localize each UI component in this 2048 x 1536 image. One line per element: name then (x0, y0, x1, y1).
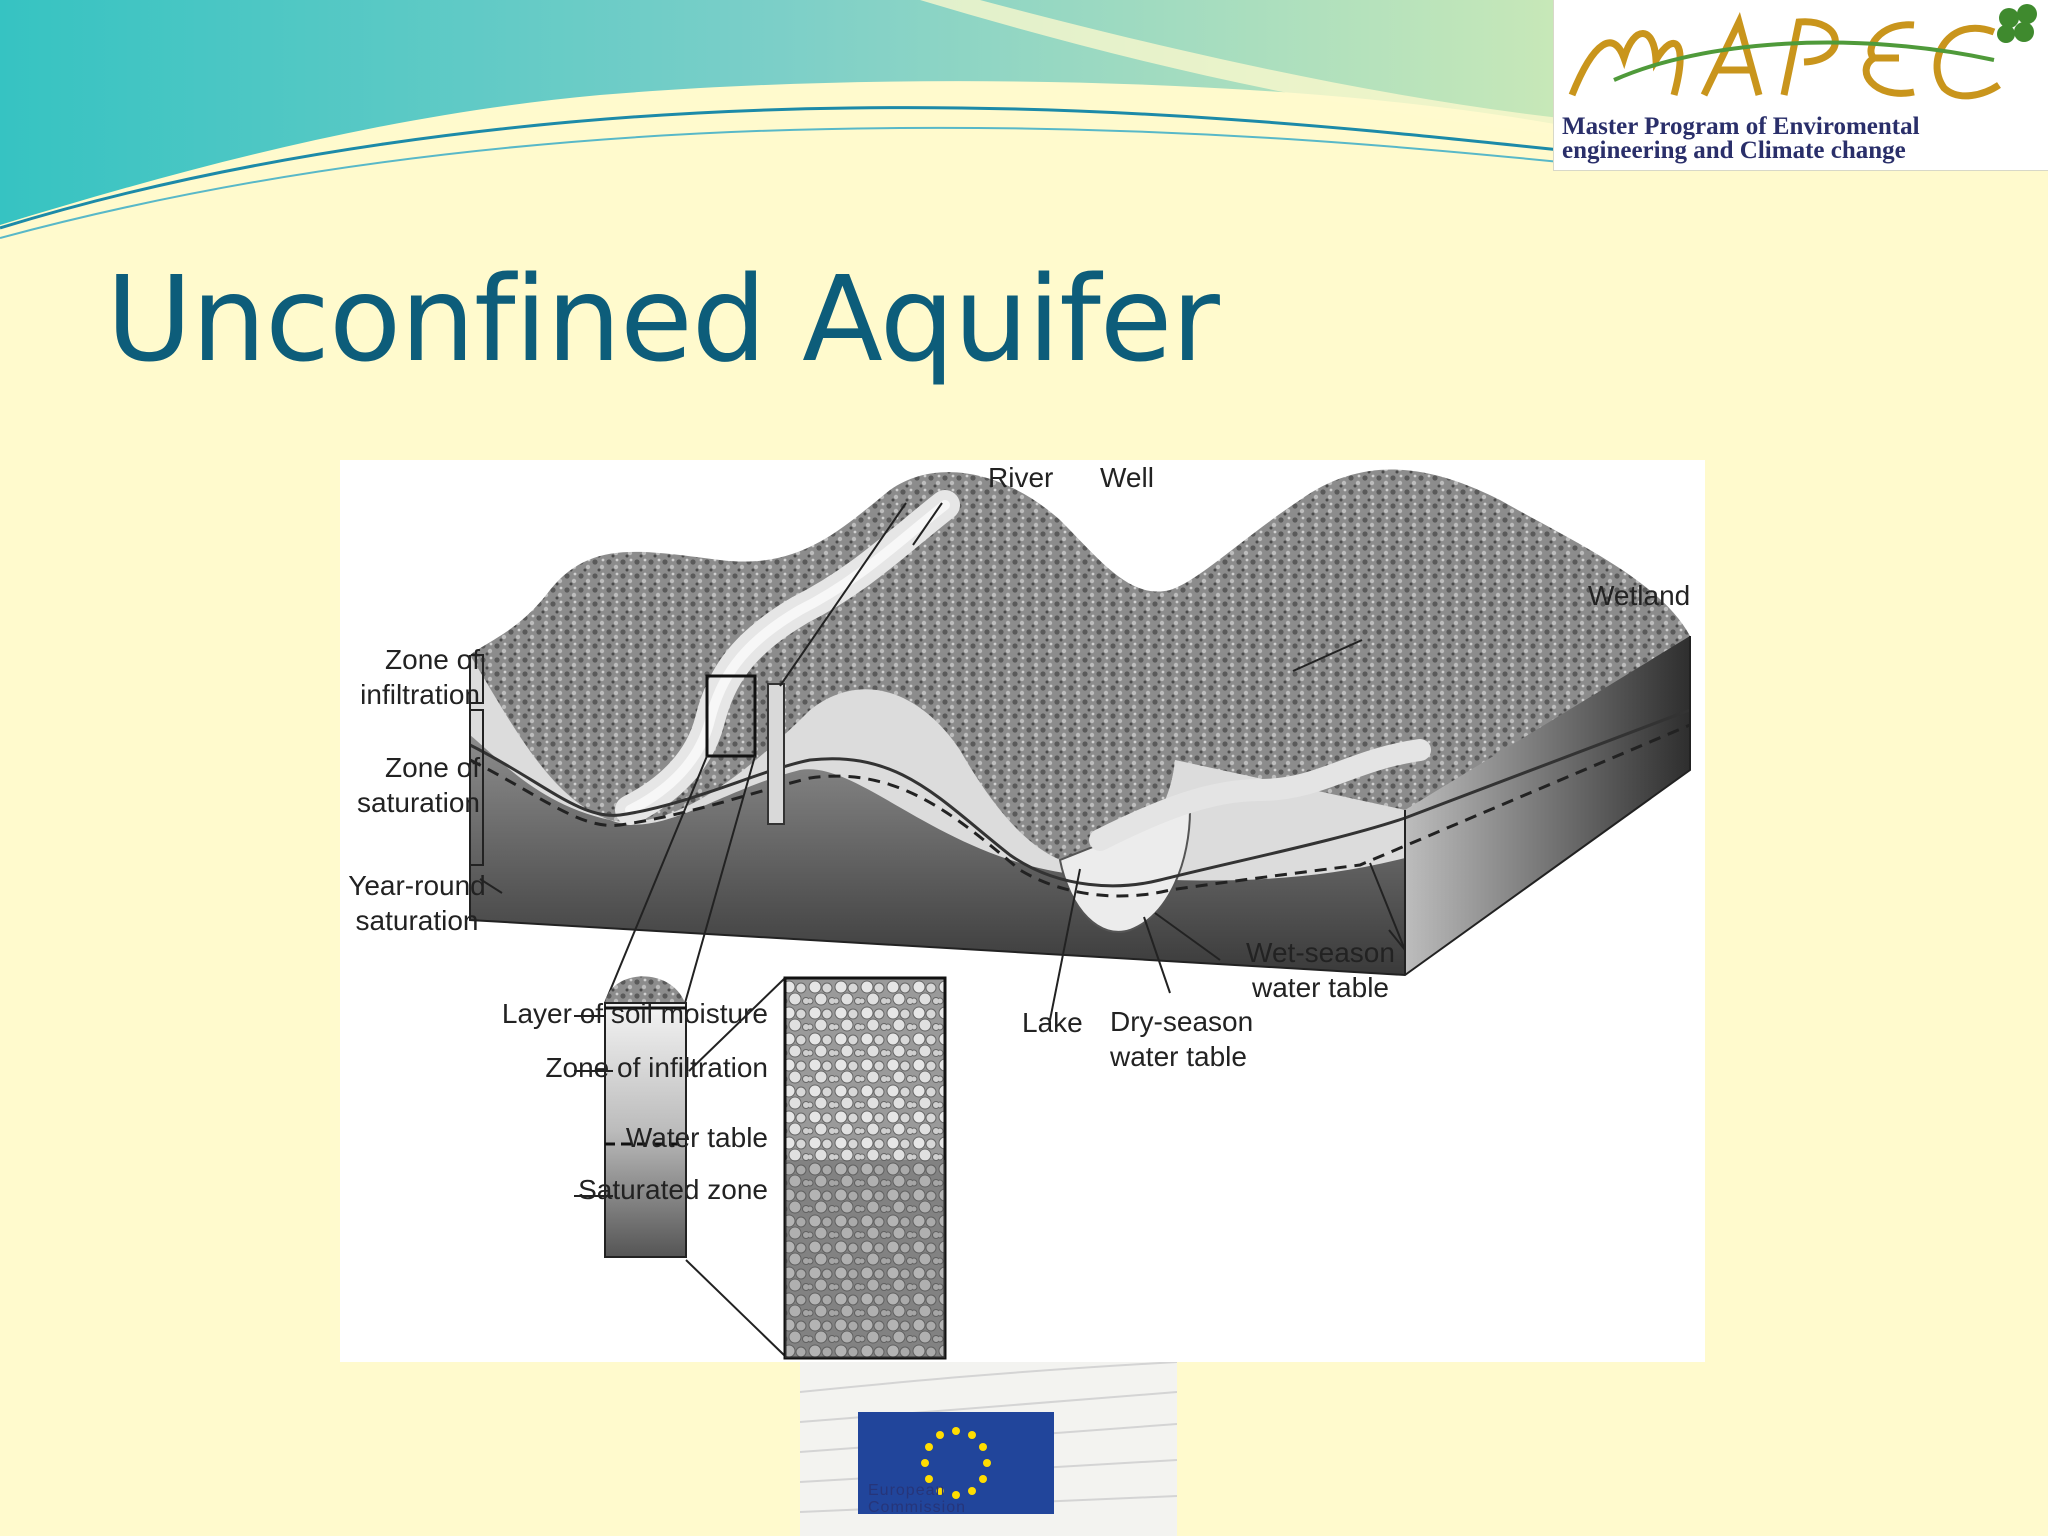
wet-season-water-table (469, 708, 1691, 888)
label-zone-saturation: Zone of saturation (357, 752, 480, 818)
label-lake: Lake (1022, 1007, 1083, 1038)
dry-season-water-table (469, 723, 1691, 898)
label-saturated-zone: Saturated zone (578, 1174, 768, 1205)
eu-stars-icon (921, 1427, 991, 1499)
label-zone-infiltration: Zone of infiltration (360, 644, 480, 710)
label-wet-season: Wet-season water table (1246, 937, 1395, 1003)
mapec-logo: Master Program of Enviromental engineeri… (1554, 0, 2048, 170)
clover-icon (1997, 4, 2037, 43)
logo-line-2: engineering and Climate change (1562, 137, 1906, 164)
aquifer-illustration (469, 469, 1691, 1360)
label-dry-season: Dry-season water table (1110, 1006, 1254, 1072)
label-soil-moisture: Layer of soil moisture (501, 998, 768, 1029)
ec-text: European Commission (868, 1482, 967, 1516)
slide-title: Unconfined Aquifer (106, 250, 1220, 388)
label-river: River (988, 462, 1054, 493)
well-shaft (767, 683, 785, 825)
label-zone-infiltration-column: Zone of infiltration (545, 1052, 768, 1083)
aquifer-diagram: River Well Wetland Zone of infiltration … (340, 460, 1705, 1362)
label-water-table: Water table (625, 1122, 768, 1153)
logo-line-1: Master Program of Enviromental (1562, 113, 1920, 140)
wetland-area (1089, 739, 1431, 851)
header-swoosh (0, 0, 1560, 239)
label-year-round: Year-round saturation (348, 870, 486, 936)
mapec-wordmark (1568, 4, 2037, 100)
european-commission-logo: European Commission (800, 1362, 1177, 1536)
label-well: Well (1100, 462, 1154, 493)
soil-column (604, 1002, 687, 1258)
magnify-box (705, 674, 757, 758)
pebble-column (783, 976, 947, 1360)
soil-column-cap (605, 976, 685, 1003)
label-wetland: Wetland (1588, 580, 1691, 611)
